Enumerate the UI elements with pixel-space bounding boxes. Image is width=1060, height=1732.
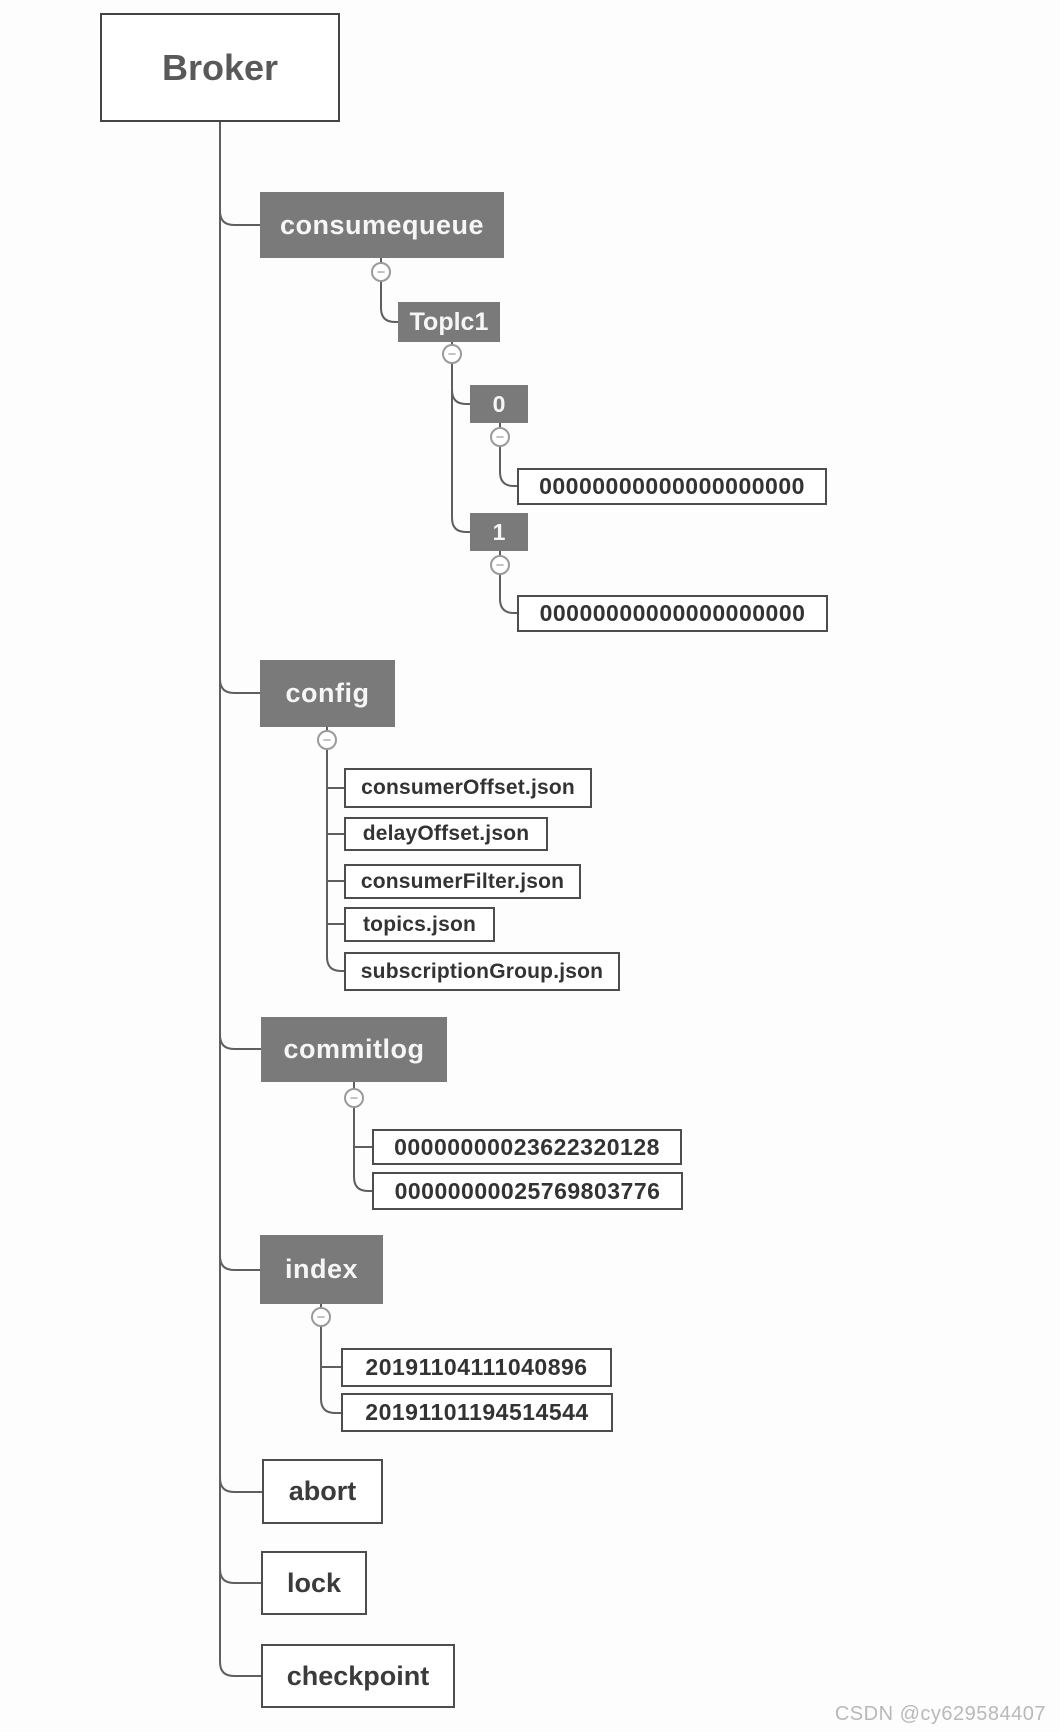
- node-consumequeue[interactable]: consumequeue: [260, 192, 504, 258]
- collapse-icon[interactable]: −: [317, 730, 337, 750]
- collapse-icon[interactable]: −: [371, 262, 391, 282]
- node-queue-0[interactable]: 0: [470, 385, 528, 423]
- node-topic1[interactable]: Toplc1: [398, 302, 500, 342]
- node-broker[interactable]: Broker: [100, 13, 340, 122]
- node-consumerfilter-json[interactable]: consumerFilter.json: [344, 864, 581, 899]
- collapse-icon[interactable]: −: [490, 555, 510, 575]
- node-delayoffset-json[interactable]: delayOffset.json: [344, 817, 548, 851]
- node-topics-json[interactable]: topics.json: [344, 907, 495, 942]
- collapse-icon[interactable]: −: [490, 427, 510, 447]
- node-index[interactable]: index: [260, 1235, 383, 1304]
- collapse-icon[interactable]: −: [442, 344, 462, 364]
- node-queue-0-file[interactable]: 00000000000000000000: [517, 468, 827, 505]
- node-queue-1-file[interactable]: 00000000000000000000: [517, 595, 828, 632]
- collapse-icon[interactable]: −: [344, 1088, 364, 1108]
- node-consumeroffset-json[interactable]: consumerOffset.json: [344, 768, 592, 808]
- node-queue-1[interactable]: 1: [470, 513, 528, 551]
- collapse-icon[interactable]: −: [311, 1307, 331, 1327]
- node-config[interactable]: config: [260, 660, 395, 727]
- node-index-file-2[interactable]: 20191101194514544: [341, 1393, 613, 1432]
- node-commitlog-file-2[interactable]: 00000000025769803776: [372, 1172, 683, 1210]
- node-lock[interactable]: lock: [261, 1551, 367, 1615]
- node-commitlog[interactable]: commitlog: [261, 1017, 447, 1082]
- node-subscriptiongroup-json[interactable]: subscriptionGroup.json: [344, 952, 620, 991]
- node-checkpoint[interactable]: checkpoint: [261, 1644, 455, 1708]
- node-index-file-1[interactable]: 20191104111040896: [341, 1348, 612, 1387]
- watermark: CSDN @cy629584407: [834, 1703, 1046, 1725]
- node-commitlog-file-1[interactable]: 00000000023622320128: [372, 1129, 682, 1165]
- node-abort[interactable]: abort: [262, 1459, 383, 1524]
